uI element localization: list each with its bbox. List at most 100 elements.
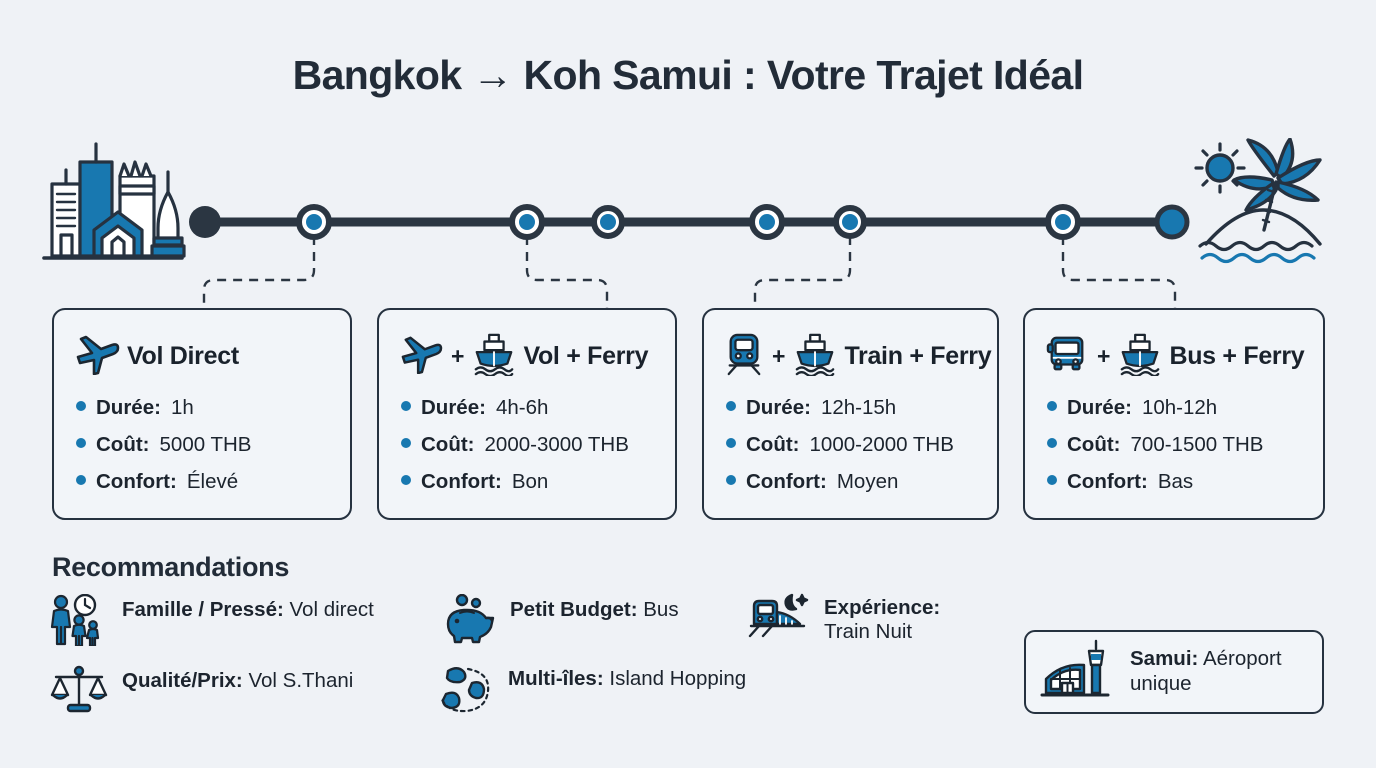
options-row: Vol Direct Durée: 1h Coût: 5000 THB Conf… xyxy=(0,308,1376,520)
option-card-header: + Train + Ferry xyxy=(724,332,992,381)
spec-value: 2000-3000 THB xyxy=(484,433,629,456)
option-card-header: + Bus + Ferry xyxy=(1045,332,1313,380)
spec-value: 5000 THB xyxy=(159,433,252,456)
bullet-icon xyxy=(76,401,86,411)
connector-card-3 xyxy=(753,236,852,310)
plane-icon xyxy=(74,333,120,380)
journey-timeline xyxy=(189,204,1190,310)
spec-value: 12h-15h xyxy=(820,396,897,419)
end-node xyxy=(1154,204,1190,240)
spec-value: Bas xyxy=(1157,470,1194,493)
option-card-vol-ferry[interactable]: + Vol + Ferry xyxy=(377,308,677,520)
bullet-icon xyxy=(401,438,411,448)
recommendation-experience: Expérience: Train Nuit xyxy=(746,592,940,649)
page-title: Bangkok → Koh Samui : Votre Trajet Idéal xyxy=(292,52,1084,98)
bullet-icon xyxy=(401,475,411,485)
plus-separator: + xyxy=(772,342,786,369)
bangkok-skyline-icon xyxy=(36,142,186,272)
family-clock-icon xyxy=(48,593,110,651)
spec-label: Confort: xyxy=(96,470,177,493)
option-card-specs: Durée: 4h-6h Coût: 2000-3000 THB Confort… xyxy=(401,396,665,507)
recommendation-petit-budget: Petit Budget: Bus xyxy=(440,593,679,649)
spec-label: Durée: xyxy=(1067,396,1132,419)
spec-label: Confort: xyxy=(1067,470,1148,493)
spec-label: Coût: xyxy=(96,433,150,456)
scales-balance-icon xyxy=(48,665,110,720)
option-card-title: Vol + Ferry xyxy=(523,341,649,370)
ferry-icon xyxy=(1118,332,1162,381)
spec-row: Coût: 1000-2000 THB xyxy=(726,433,987,457)
night-train-icon xyxy=(746,592,812,649)
option-card-vol-direct[interactable]: Vol Direct Durée: 1h Coût: 5000 THB Conf… xyxy=(52,308,352,520)
recommendation-value: Train Nuit xyxy=(824,620,913,644)
spec-row: Durée: 12h-15h xyxy=(726,396,987,420)
spec-value: Élevé xyxy=(186,470,239,493)
spec-value: Moyen xyxy=(836,470,899,493)
recommendation-label: Expérience: xyxy=(824,596,941,619)
spec-row: Coût: 5000 THB xyxy=(76,433,340,457)
spec-label: Durée: xyxy=(96,396,161,419)
recommendation-value: Vol S.Thani xyxy=(248,669,354,692)
spec-value: 10h-12h xyxy=(1141,396,1218,419)
recommendation-text: Petit Budget: Bus xyxy=(510,594,679,622)
option-card-header: + Vol + Ferry xyxy=(399,332,665,380)
recommendation-famille-presse: Famille / Pressé: Vol direct xyxy=(48,593,374,651)
recommendations-heading: Recommandations xyxy=(52,552,290,582)
spec-row: Confort: Bon xyxy=(401,470,665,494)
recommendation-label: Petit Budget: xyxy=(510,598,638,621)
bullet-icon xyxy=(1047,475,1057,485)
spec-value: 4h-6h xyxy=(495,396,549,419)
spec-label: Coût: xyxy=(746,433,800,456)
spec-row: Coût: 700-1500 THB xyxy=(1047,433,1313,457)
spec-label: Durée: xyxy=(421,396,486,419)
recommendation-text: Qualité/Prix: Vol S.Thani xyxy=(122,665,353,693)
option-card-specs: Durée: 1h Coût: 5000 THB Confort: Élevé xyxy=(76,396,340,507)
spec-row: Durée: 4h-6h xyxy=(401,396,665,420)
recommendation-label: Multi-îles: xyxy=(508,667,604,690)
recommendation-multi-iles: Multi-îles: Island Hopping xyxy=(438,663,746,720)
spec-row: Durée: 1h xyxy=(76,396,340,420)
option-card-header: Vol Direct xyxy=(74,332,340,380)
islands-route-icon xyxy=(438,663,496,720)
spec-value: 1h xyxy=(170,396,194,419)
recommendation-label: Famille / Pressé: xyxy=(122,598,284,621)
spec-row: Coût: 2000-3000 THB xyxy=(401,433,665,457)
option-card-train-ferry[interactable]: + Train + Ferry xyxy=(702,308,999,520)
connector-card-4 xyxy=(1061,236,1177,310)
bullet-icon xyxy=(726,475,736,485)
bullet-icon xyxy=(76,475,86,485)
option-card-specs: Durée: 12h-15h Coût: 1000-2000 THB Confo… xyxy=(726,396,987,507)
spec-value: Bon xyxy=(511,470,549,493)
airport-terminal-icon xyxy=(1040,639,1118,706)
plus-separator: + xyxy=(1097,342,1111,369)
spec-value: 700-1500 THB xyxy=(1130,433,1264,456)
bus-icon xyxy=(1045,333,1089,380)
recommendation-label: Qualité/Prix: xyxy=(122,669,243,692)
spec-label: Confort: xyxy=(746,470,827,493)
plane-icon xyxy=(399,334,443,379)
recommendation-value: Vol direct xyxy=(289,598,374,621)
samui-note-box[interactable]: Samui: Aéroport unique xyxy=(1024,630,1324,714)
spec-value: 1000-2000 THB xyxy=(809,433,954,456)
recommendation-text: Expérience: Train Nuit xyxy=(824,592,940,644)
spec-label: Coût: xyxy=(1067,433,1121,456)
recommendation-value: Bus xyxy=(643,598,679,621)
spec-row: Confort: Bas xyxy=(1047,470,1313,494)
recommendation-qualite-prix: Qualité/Prix: Vol S.Thani xyxy=(48,665,353,720)
plus-separator: + xyxy=(451,342,465,369)
spec-label: Durée: xyxy=(746,396,811,419)
recommendation-value: Island Hopping xyxy=(609,667,747,690)
samui-note-label: Samui: xyxy=(1130,647,1199,671)
spec-label: Confort: xyxy=(421,470,502,493)
samui-note-value: Aéroport unique xyxy=(1130,647,1282,695)
ferry-icon xyxy=(793,332,837,381)
option-card-title: Vol Direct xyxy=(127,341,239,370)
spec-row: Confort: Élevé xyxy=(76,470,340,494)
bullet-icon xyxy=(726,401,736,411)
bullet-icon xyxy=(401,401,411,411)
option-card-title: Bus + Ferry xyxy=(1169,341,1305,370)
samui-note-text: Samui: Aéroport unique xyxy=(1130,647,1308,696)
option-card-bus-ferry[interactable]: + Bus + Ferry xyxy=(1023,308,1325,520)
tropical-island-icon xyxy=(1188,137,1338,273)
